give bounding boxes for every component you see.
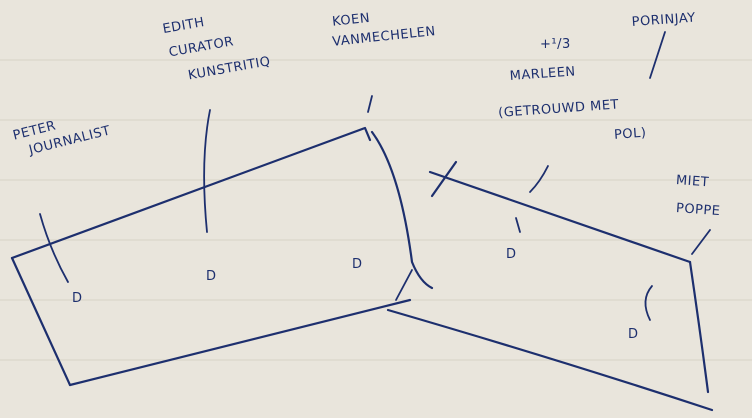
pointer-lines (39, 31, 711, 321)
label-marleen-1: MARLEEN (509, 64, 576, 84)
label-miet-2: POPPE (675, 201, 720, 219)
right-table (386, 160, 714, 412)
seat-miet: D (628, 327, 639, 342)
label-marleen-3: POL) (614, 126, 647, 143)
seat-marleen: D (506, 247, 517, 262)
label-marleen-2: (GETROUWD MET (498, 97, 620, 120)
seats: D D D D D (72, 247, 639, 342)
left-table (10, 126, 434, 387)
label-miet-1: MIET (675, 173, 709, 190)
seat-edith: D (206, 269, 217, 284)
label-edith-3: KUNSTRITIQ (187, 54, 272, 83)
label-edith-1: EDITH (162, 15, 206, 37)
label-porinjay: PORINJAY (631, 11, 696, 30)
label-edith-2: CURATOR (168, 34, 235, 60)
paper-texture (0, 59, 752, 361)
seat-peter: D (72, 291, 83, 306)
seat-koen: D (352, 257, 363, 272)
label-koen-1: KOEN (331, 11, 370, 30)
label-fraction: +¹/3 (540, 37, 571, 52)
